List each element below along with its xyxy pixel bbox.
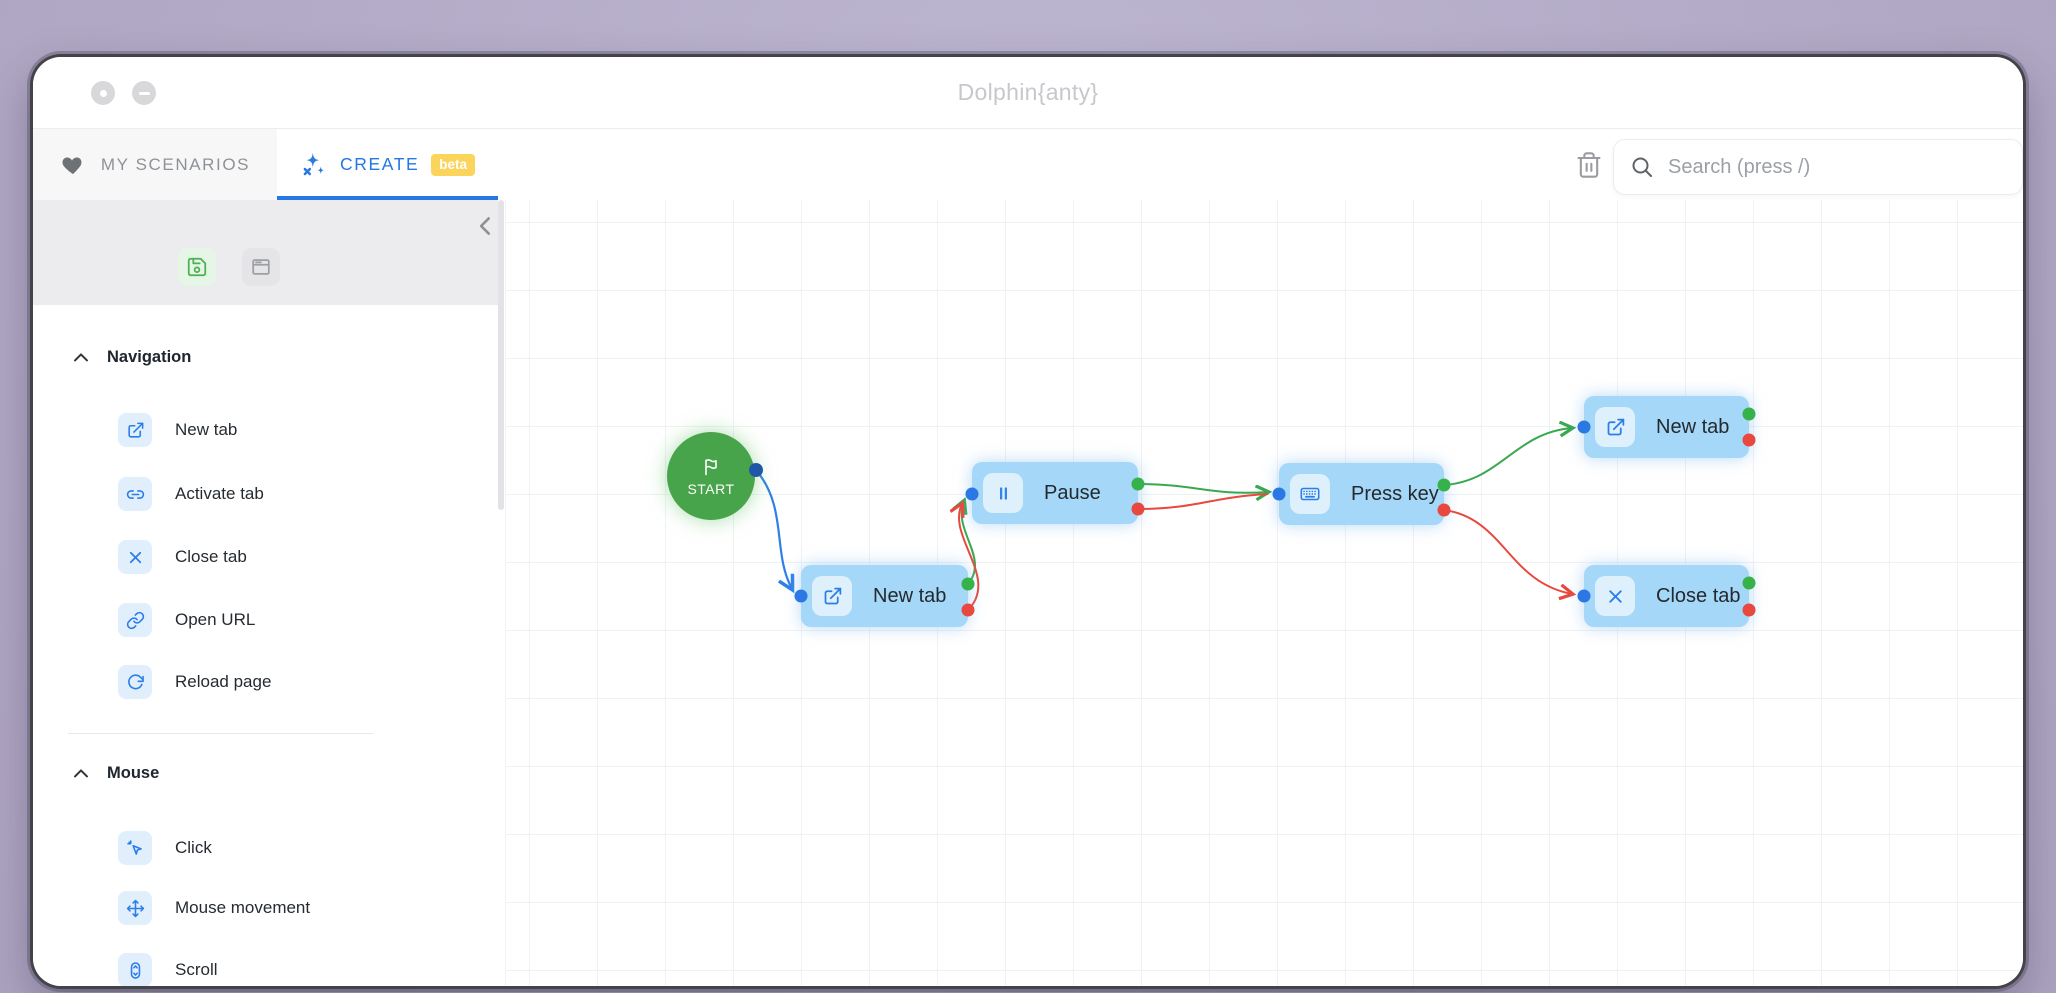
chevron-up-icon	[73, 769, 89, 778]
node-new-tab-2[interactable]: New tab	[1584, 396, 1749, 458]
save-icon	[187, 257, 207, 277]
click-icon	[118, 831, 152, 865]
section-header-navigation[interactable]: Navigation	[33, 342, 498, 372]
form-icon	[252, 259, 270, 275]
sidebar-item-scroll[interactable]: Scroll	[33, 948, 498, 986]
delete-scenario-button[interactable]	[1573, 148, 1605, 184]
sidebar-item-new-tab[interactable]: New tab	[33, 408, 498, 452]
search-box	[1613, 139, 2023, 195]
section-divider	[68, 733, 373, 734]
search-input[interactable]	[1666, 154, 2022, 180]
node-pause[interactable]: Pause	[972, 462, 1138, 524]
pause-icon	[983, 473, 1023, 513]
window-minimize-button[interactable]	[132, 81, 156, 105]
chevron-left-icon	[479, 216, 491, 235]
beta-badge: beta	[431, 153, 476, 176]
sidebar-item-close-tab[interactable]: Close tab	[33, 535, 498, 579]
node-label: New tab	[1656, 415, 1730, 438]
node-close-tab[interactable]: Close tab	[1584, 565, 1749, 627]
sidebar-item-label: Scroll	[175, 960, 218, 979]
minimize-dash-icon	[138, 91, 150, 95]
node-press-key[interactable]: Press key	[1279, 463, 1444, 525]
sidebar-item-label: Close tab	[175, 547, 247, 566]
scroll-icon	[118, 953, 152, 986]
flow-edges	[755, 200, 2023, 611]
save-scenario-button[interactable]	[178, 248, 216, 286]
scenario-form-button[interactable]	[242, 248, 280, 286]
start-node-label: START	[687, 480, 735, 497]
close-dot-icon	[99, 89, 107, 97]
sidebar-item-label: New tab	[175, 420, 238, 439]
node-label: Close tab	[1656, 584, 1741, 607]
collapse-sidebar-button[interactable]	[471, 212, 501, 242]
sidebar-item-mouse-movement[interactable]: Mouse movement	[33, 886, 498, 930]
sidebar-item-label: Open URL	[175, 610, 256, 629]
node-label: Pause	[1044, 481, 1101, 504]
sparkles-icon	[303, 152, 325, 175]
new-tab-icon	[118, 413, 152, 447]
node-start[interactable]: START	[667, 432, 755, 520]
active-tab-underline	[277, 196, 498, 200]
sidebar-scrollbar-thumb[interactable]	[498, 200, 504, 510]
flow-ports	[749, 407, 1756, 617]
search-icon	[1632, 157, 1652, 177]
keyboard-icon	[1290, 474, 1330, 514]
close-icon	[1595, 576, 1635, 616]
node-new-tab-1[interactable]: New tab	[801, 565, 968, 627]
close-tab-icon	[118, 540, 152, 574]
sidebar-item-label: Mouse movement	[175, 898, 311, 917]
tab-create-label: CREATE	[339, 154, 420, 174]
window-close-button[interactable]	[91, 81, 115, 105]
flow-canvas[interactable]: START New tab Pause Press key New t	[505, 200, 2023, 986]
sidebar-item-open-url[interactable]: Open URL	[33, 598, 498, 642]
flag-icon	[705, 458, 717, 475]
section-label: Mouse	[107, 763, 160, 782]
external-link-icon	[1595, 407, 1635, 447]
section-label: Navigation	[107, 347, 192, 366]
section-header-mouse[interactable]: Mouse	[33, 758, 498, 788]
sidebar-item-click[interactable]: Click	[33, 826, 498, 870]
app-title: Dolphin{anty}	[957, 79, 1099, 105]
tab-my-scenarios-label: MY SCENARIOS	[100, 154, 251, 174]
node-label: New tab	[873, 584, 947, 607]
sidebar-toolbar	[33, 200, 498, 305]
mouse-movement-icon	[118, 891, 152, 925]
node-label: Press key	[1351, 482, 1439, 505]
external-link-icon	[812, 576, 852, 616]
sidebar-item-activate-tab[interactable]: Activate tab	[33, 472, 498, 516]
sidebar-item-label: Activate tab	[175, 484, 264, 503]
reload-page-icon	[118, 665, 152, 699]
chevron-up-icon	[73, 353, 89, 362]
app-window: Dolphin{anty} MY SCENARIOS CREATE beta	[33, 57, 2023, 986]
sidebar-item-label: Click	[175, 838, 212, 857]
actions-sidebar: Navigation New tab Activate tab Close ta…	[33, 305, 498, 986]
tab-my-scenarios[interactable]: MY SCENARIOS	[33, 129, 277, 200]
heart-icon	[62, 157, 82, 174]
open-url-icon	[118, 603, 152, 637]
tab-create[interactable]: CREATE beta	[277, 129, 498, 200]
title-bar: Dolphin{anty}	[33, 57, 2023, 129]
activate-tab-icon	[118, 477, 152, 511]
trash-icon	[1577, 151, 1601, 178]
sidebar-item-label: Reload page	[175, 672, 272, 691]
sidebar-item-reload-page[interactable]: Reload page	[33, 660, 498, 704]
